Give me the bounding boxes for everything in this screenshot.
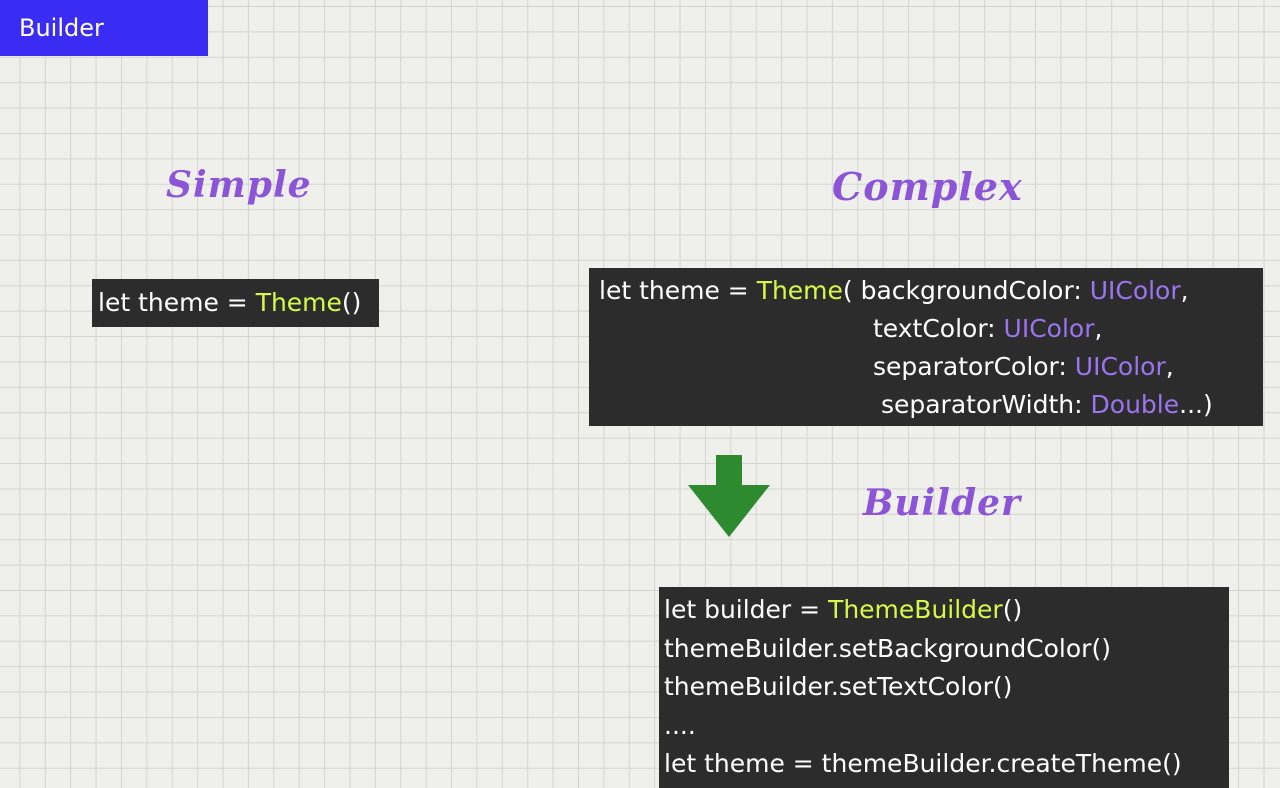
complex-code-line-2: textColor: UIColor, [599,310,1253,348]
code-text: ( backgroundColor: [842,276,1090,305]
code-text: let builder = [664,595,829,624]
code-param-type: UIColor [1074,352,1166,381]
code-type-name: ThemeBuilder [828,595,1003,624]
simple-heading: Simple [166,164,312,206]
code-text: separatorColor: [873,352,1075,381]
code-text: , [1094,314,1103,343]
builder-code-block: let builder = ThemeBuilder()themeBuilder… [659,587,1229,788]
builder-code-line-4: .... [664,710,696,740]
slide-tag: Builder [0,0,208,56]
code-text: , [1165,352,1174,381]
code-type-name: Theme [255,288,342,317]
code-text: () [1002,595,1023,624]
code-text: let theme = [599,276,757,305]
builder-code-line-2: themeBuilder.setBackgroundColor() [664,633,1111,663]
builder-code-line-1: let builder = ThemeBuilder() [664,591,1224,630]
complex-code-line-3: separatorColor: UIColor, [599,348,1253,386]
code-type-name: Theme [756,276,843,305]
code-text: () [341,288,362,317]
code-text: let theme = [98,288,256,317]
code-text: ...) [1179,390,1213,419]
code-param-type: UIColor [1003,314,1095,343]
builder-heading: Builder [863,482,1021,524]
complex-code-line-4: separatorWidth: Double...) [599,386,1253,424]
complex-heading: Complex [832,164,1023,209]
builder-code-line-3: themeBuilder.setTextColor() [664,672,1013,701]
arrow-down-icon [688,455,770,537]
builder-code-line-5: let theme = themeBuilder.createTheme() [664,749,1182,778]
complex-code-line-1: let theme = Theme( backgroundColor: UICo… [599,272,1253,310]
simple-code-block: let theme = Theme() [92,279,379,327]
code-text: , [1180,276,1189,305]
complex-code-block: let theme = Theme( backgroundColor: UICo… [589,268,1263,426]
simple-code-line: let theme = Theme() [98,287,373,319]
code-text: separatorWidth: [873,390,1091,419]
code-text: textColor: [873,314,1004,343]
code-param-type: UIColor [1089,276,1181,305]
code-param-type: Double [1090,390,1180,419]
